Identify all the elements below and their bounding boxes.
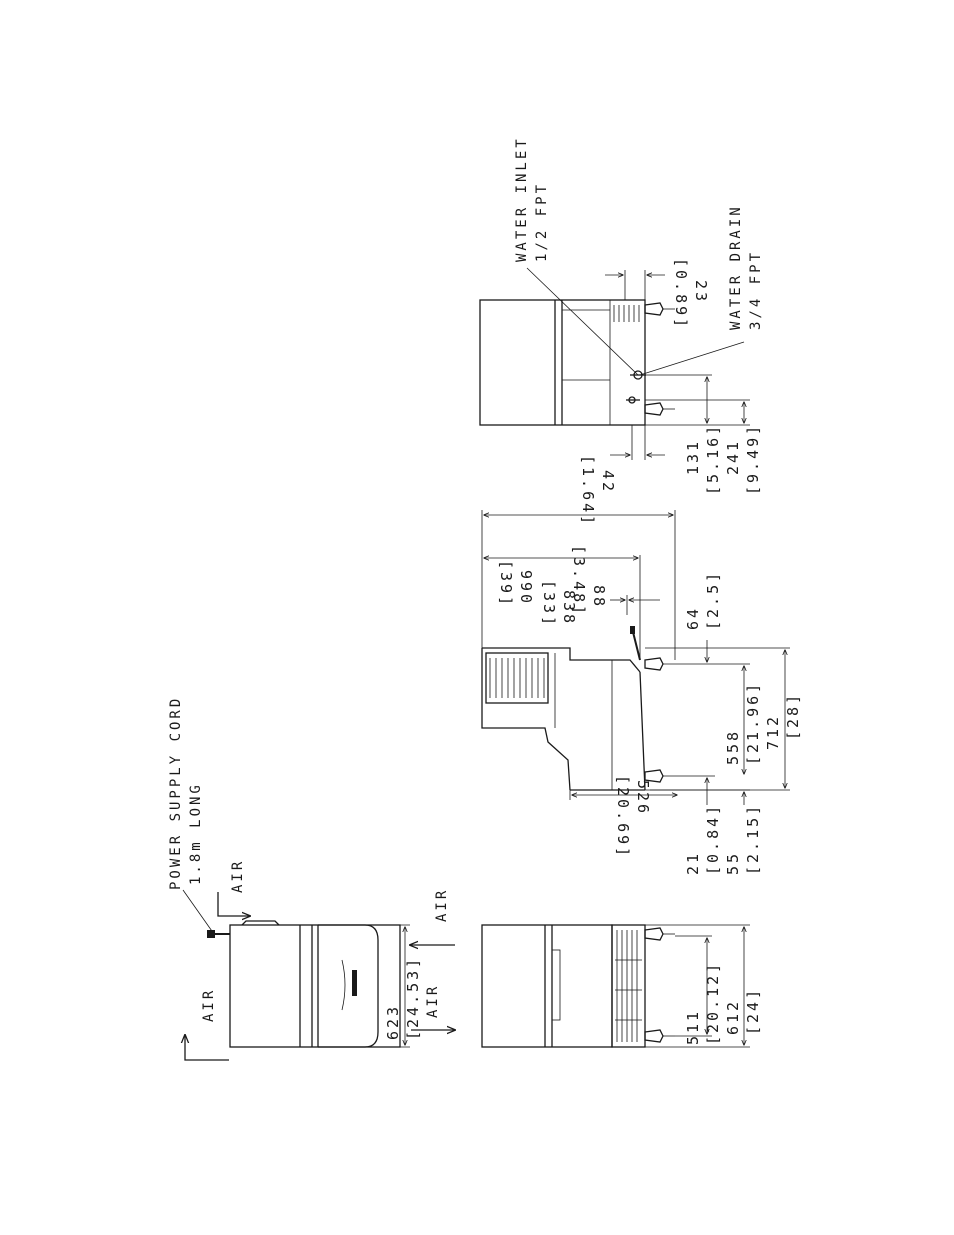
front-view [482,925,675,1047]
dim-64-inch: [2.5] [704,570,722,630]
dim-64: 64 [684,606,702,630]
louver-grille [615,930,642,1042]
leg-side-front [645,658,663,670]
dim-241-inch: [9.49] [744,423,762,495]
dim-42-inch: [1.64] [579,455,597,527]
dim-526: 526 [634,780,652,816]
power-cord-icon [207,930,230,938]
dim-526-inch: [20.69] [614,775,632,859]
dim-990: 990 [517,570,535,606]
air-label-right-top: AIR [434,888,450,922]
dim-511-inch: [20.12] [704,961,722,1045]
dim-241: 241 [724,439,742,475]
dim-42: 42 [599,470,617,494]
air-label-top: AIR [230,859,246,893]
dim-623: 623 [384,1004,402,1040]
dim-712-inch: [28] [784,692,802,740]
water-drain-size-label: 3/4 FPT [748,250,764,330]
dim-21-inch: [0.84] [704,803,722,875]
dim-612-inch: [24] [744,987,762,1035]
dim-131-inch: [5.16] [704,423,722,495]
dim-558-inch: [21.96] [744,681,762,765]
vent-slots [614,305,639,322]
dim-838: 838 [560,590,578,626]
leg-front-left [645,928,675,940]
dim-131: 131 [684,439,702,475]
dim-558: 558 [724,729,742,765]
condenser-grille [486,653,548,703]
dim-712: 712 [764,714,782,750]
water-drain-fitting-icon [626,397,640,403]
leg-rear-left [645,303,675,315]
dim-55: 55 [724,851,742,875]
leg-rear-right [645,403,675,415]
dim-21: 21 [684,851,702,875]
power-cord-length-label: 1.8m LONG [188,782,204,885]
dim-623-inch: [24.53] [404,956,422,1040]
water-inlet-label: WATER INLET [514,136,530,262]
dim-23-inch: [0.89] [672,258,690,330]
rear-view [480,300,675,425]
dim-990-inch: [39] [497,560,515,608]
cord-plug-icon [630,626,635,634]
side-view [482,626,663,790]
dim-612: 612 [724,999,742,1035]
dim-23: 23 [692,280,710,304]
water-drain-label: WATER DRAIN [728,204,744,330]
dim-838-inch: [33] [540,580,558,628]
leg-front-right [645,1030,675,1042]
door-handle [352,970,357,996]
water-inlet-size-label: 1/2 FPT [534,182,550,262]
dim-511: 511 [684,1009,702,1045]
air-label-right-bottom: AIR [425,984,441,1018]
labels: POWER SUPPLY CORD 1.8m LONG AIR AIR AIR … [168,136,802,1045]
dim-55-inch: [2.15] [744,803,762,875]
air-label-left: AIR [201,988,217,1022]
power-cord-label: POWER SUPPLY CORD [168,696,184,890]
dim-88: 88 [590,585,608,609]
